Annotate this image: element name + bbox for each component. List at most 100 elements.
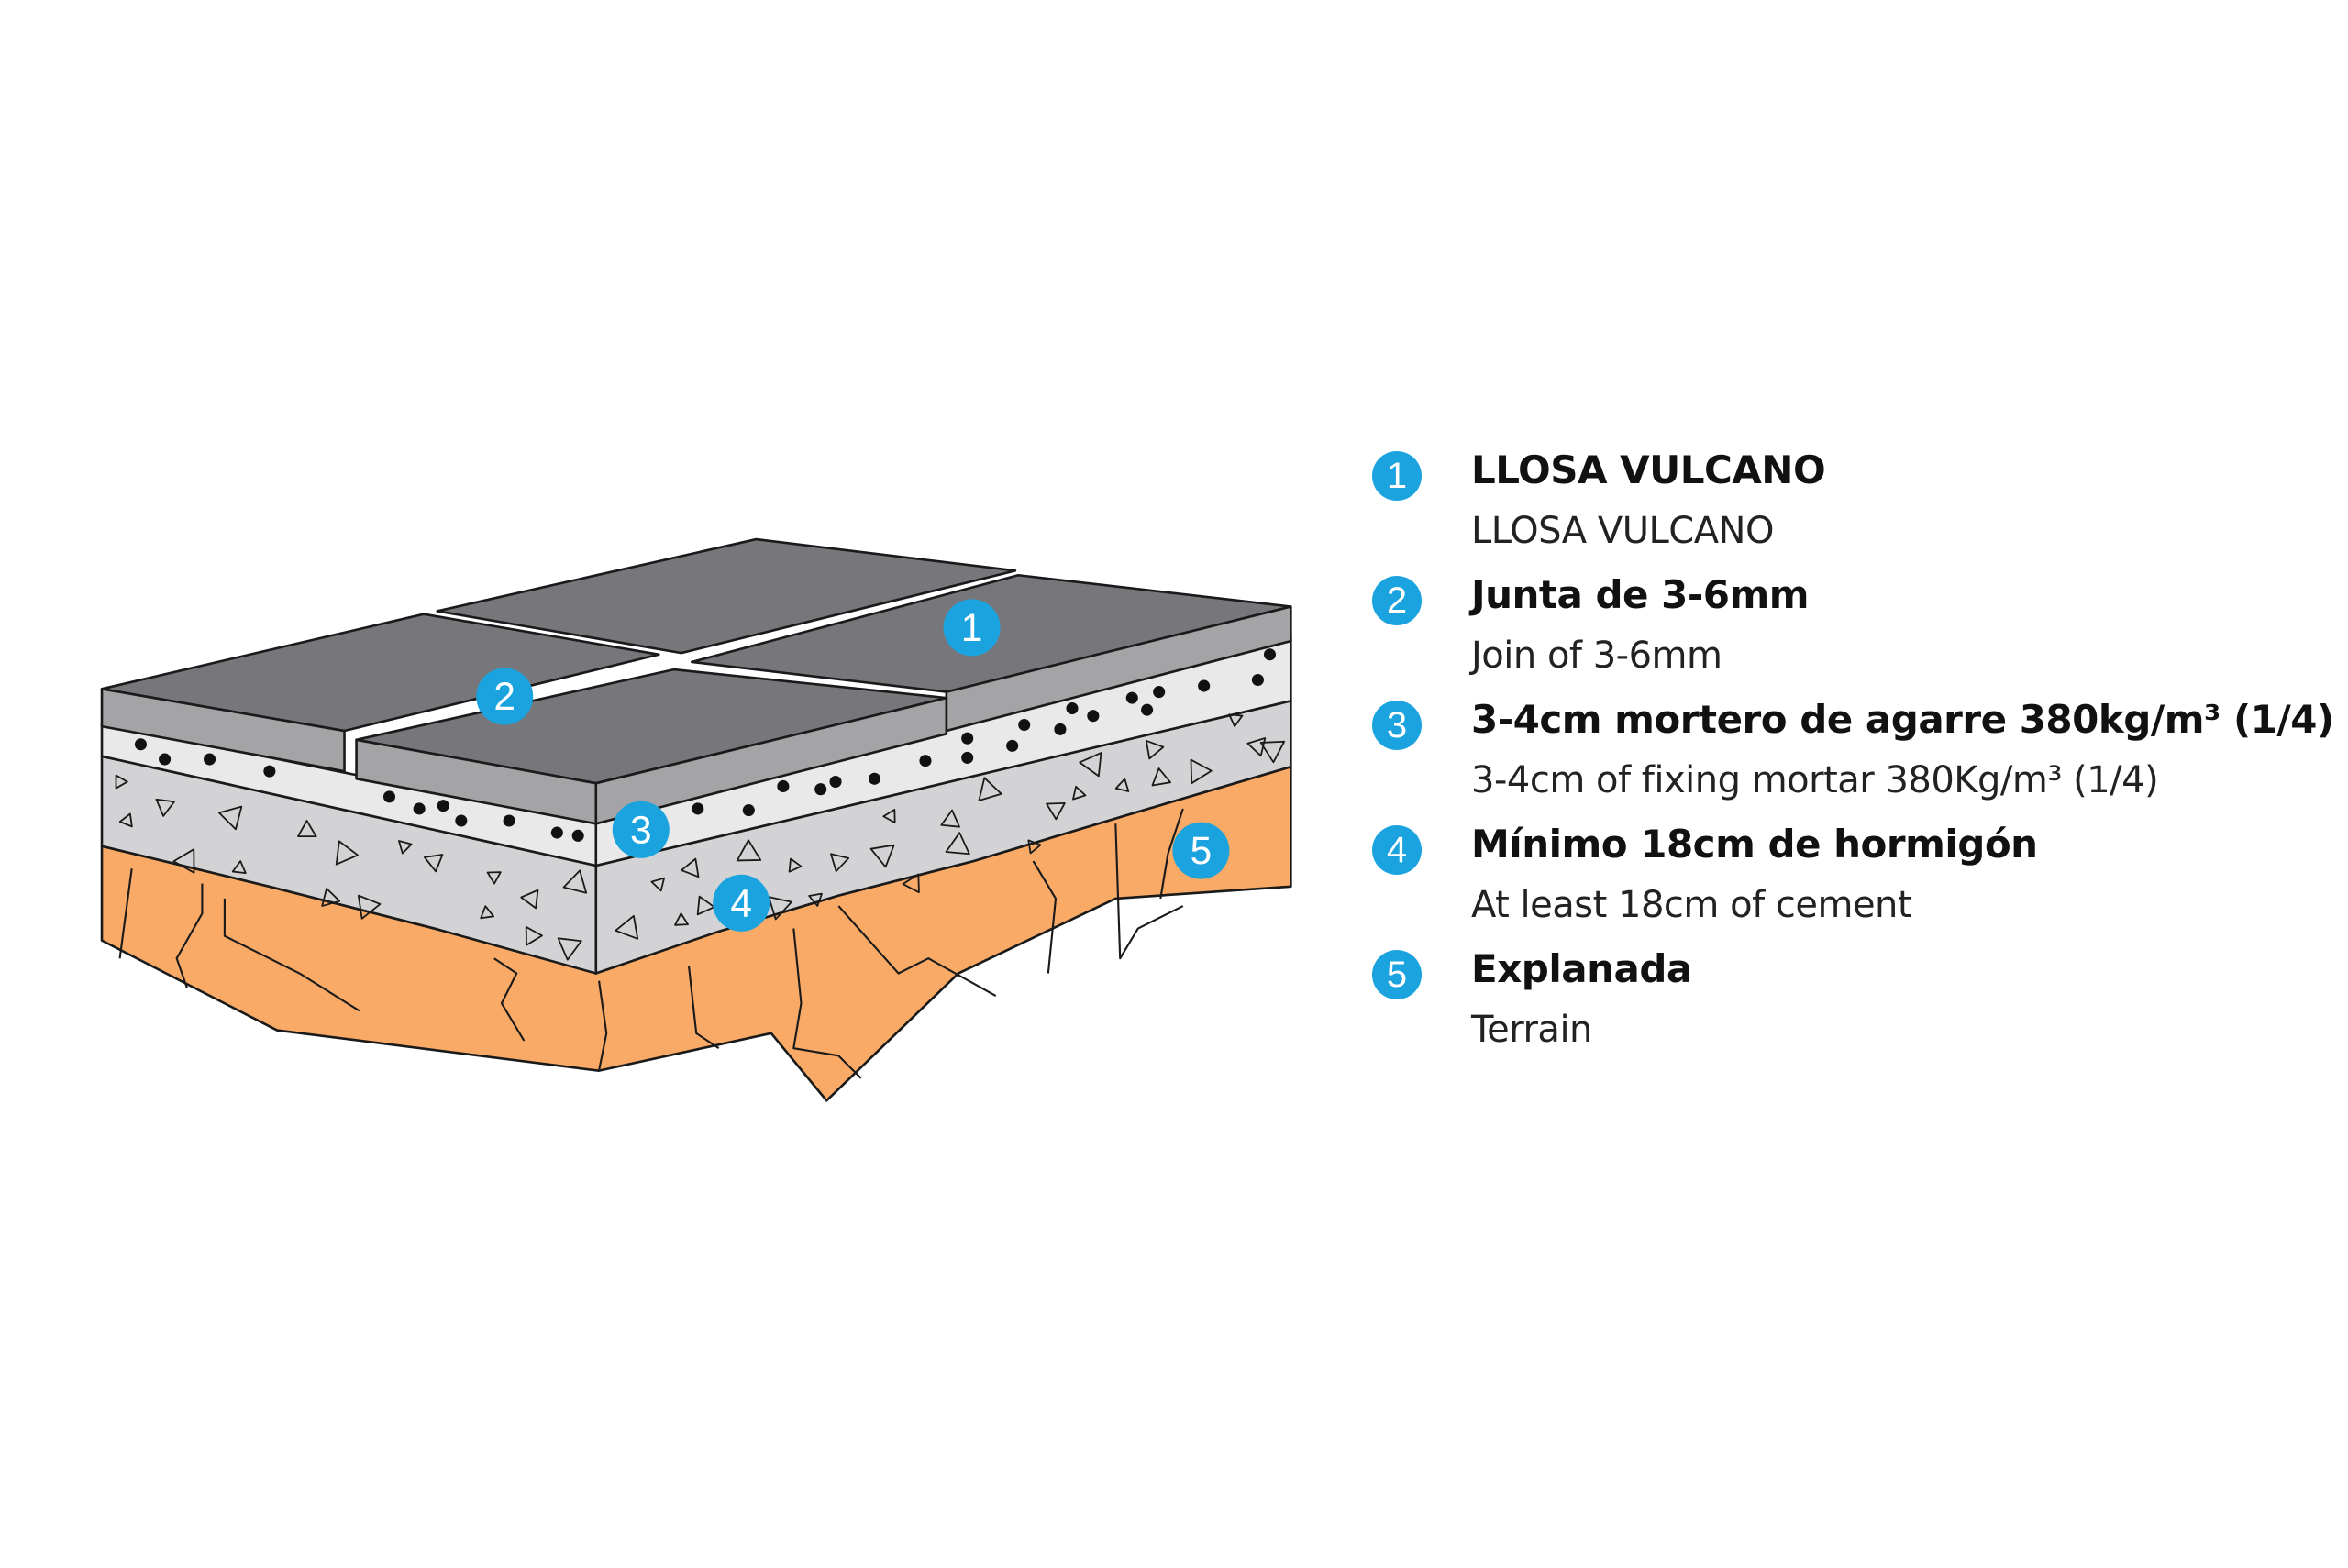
aggregate-triangle: [1114, 778, 1130, 792]
aggregate-triangle: [155, 798, 175, 817]
aggregate-dot: [1006, 739, 1019, 752]
aggregate-triangle: [1259, 740, 1286, 764]
aggregate-dot: [868, 772, 880, 785]
legend-title: Junta de 3-6mm: [1471, 572, 1810, 617]
number-badge: 1: [1372, 451, 1422, 501]
aggregate-dot: [503, 814, 515, 827]
aggregate-dot: [1066, 702, 1079, 715]
legend-title: Explanada: [1471, 946, 1692, 991]
diagram-badges: 1 2 3 4 5: [476, 599, 1230, 932]
aggregate-triangle: [1046, 801, 1066, 821]
aggregate-triangle: [768, 896, 792, 921]
aggregate-dot: [1141, 703, 1154, 716]
aggregate-dot: [455, 814, 468, 827]
aggregate-triangle: [520, 889, 539, 910]
aggregate-triangle: [674, 912, 689, 926]
aggregate-dot: [413, 802, 426, 815]
aggregate-triangle: [557, 937, 582, 961]
aggregate-triangle: [423, 854, 444, 873]
aggregate-dot: [829, 776, 842, 789]
aggregate-triangle: [231, 860, 247, 875]
aggregate-triangle: [902, 873, 920, 894]
svg-text:5: 5: [1191, 829, 1213, 872]
concrete-aggregate-triangles: [115, 713, 1286, 961]
aggregate-triangle: [940, 809, 960, 828]
aggregate-triangle: [335, 840, 359, 866]
aggregate-triangle: [978, 777, 1002, 801]
aggregate-triangle: [1190, 758, 1213, 785]
aggregate-triangle: [1145, 739, 1165, 760]
badge-4: 4: [713, 874, 770, 932]
aggregate-triangle: [118, 812, 133, 828]
legend-subtitle: At least 18cm of cement: [1471, 884, 1912, 926]
badge-5: 5: [1172, 822, 1230, 879]
number-badge: 2: [1372, 576, 1422, 625]
aggregate-dot: [382, 790, 396, 803]
aggregate-triangle: [525, 926, 543, 946]
legend-subtitle: 3-4cm of fixing mortar 380Kg/m³ (1/4): [1471, 759, 2159, 801]
aggregate-triangle: [172, 848, 195, 874]
aggregate-triangle: [217, 805, 243, 831]
aggregate-dot: [919, 755, 932, 767]
aggregate-dot: [263, 765, 276, 778]
aggregate-dot: [777, 779, 790, 792]
aggregate-triangle: [297, 820, 317, 838]
aggregate-triangle: [357, 894, 382, 920]
badge-2: 2: [476, 668, 534, 725]
aggregate-dot: [571, 829, 584, 842]
terrain-cracks: [118, 808, 1184, 1079]
svg-text:4: 4: [730, 881, 752, 924]
aggregate-triangle: [681, 857, 700, 878]
aggregate-triangle: [1072, 785, 1087, 801]
slab-back-right: [436, 537, 1017, 655]
aggregate-triangle: [696, 895, 715, 916]
aggregate-triangle: [945, 832, 970, 856]
concrete-right-face: [594, 700, 1292, 975]
aggregate-dot: [1251, 674, 1264, 687]
aggregate-dot: [1263, 648, 1277, 661]
aggregate-triangle: [115, 774, 128, 790]
aggregate-triangle: [486, 871, 502, 885]
aggregate-triangle: [830, 853, 850, 873]
legend-title: LLOSA VULCANO: [1471, 447, 1826, 492]
number-badge: 5: [1372, 950, 1422, 999]
aggregate-triangle: [869, 844, 895, 868]
aggregate-dot: [961, 732, 974, 745]
slab-front: [355, 668, 948, 825]
legend-subtitle: LLOSA VULCANO: [1471, 510, 1774, 552]
aggregate-triangle: [808, 892, 823, 907]
aggregate-dot: [159, 753, 172, 766]
aggregate-triangle: [788, 857, 803, 873]
aggregate-triangle: [398, 840, 413, 855]
aggregate-dot: [692, 802, 704, 815]
aggregate-dot: [1125, 691, 1138, 704]
svg-text:2: 2: [493, 675, 515, 718]
svg-text:1: 1: [961, 606, 983, 649]
aggregate-triangle: [615, 914, 639, 940]
slab-back-left: [100, 613, 660, 773]
aggregate-triangle: [1151, 767, 1171, 787]
aggregate-triangle: [882, 809, 896, 824]
aggregate-triangle: [1079, 752, 1102, 778]
aggregate-triangle: [736, 839, 762, 862]
aggregate-triangle: [1027, 839, 1042, 855]
aggregate-triangle: [480, 905, 495, 920]
aggregate-dot: [1198, 679, 1211, 692]
aggregate-triangle: [562, 869, 588, 894]
number-badge: 4: [1372, 825, 1422, 875]
aggregate-triangle: [321, 888, 341, 907]
aggregate-triangle: [650, 877, 665, 892]
legend-subtitle: Terrain: [1471, 1009, 1592, 1051]
legend-title: Mínimo 18cm de hormigón: [1471, 822, 2038, 867]
legend-subtitle: Join of 3-6mm: [1471, 635, 1722, 677]
legend-title: 3-4cm mortero de agarre 380kg/m³ (1/4): [1471, 697, 2334, 742]
badge-1: 1: [943, 599, 1001, 657]
number-badge: 3: [1372, 701, 1422, 750]
aggregate-dot: [550, 826, 563, 839]
aggregate-dot: [204, 753, 216, 766]
aggregate-dot: [437, 800, 449, 812]
aggregate-triangle: [1228, 713, 1244, 728]
badge-3: 3: [612, 801, 670, 858]
svg-text:3: 3: [630, 808, 652, 851]
